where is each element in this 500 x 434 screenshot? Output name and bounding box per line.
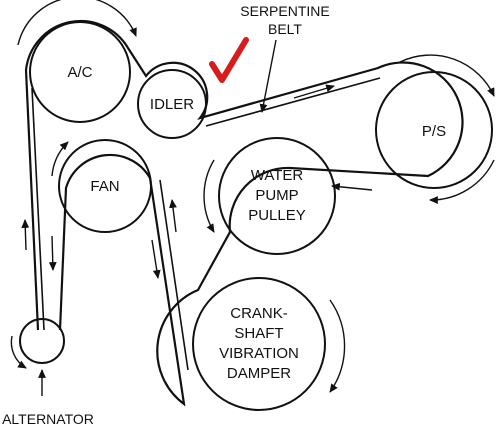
rotation-arrows (10, 0, 495, 393)
alternator-rotation-arrow (10, 335, 27, 369)
callout-label-line1: SERPENTINE (240, 3, 329, 19)
idler-label: IDLER (150, 96, 194, 113)
fan-label: FAN (90, 178, 119, 195)
crankshaft-label-line4: DAMPER (227, 365, 291, 382)
water-pump-label-line2: PUMP (255, 187, 298, 204)
ac-rotation-arrow (17, 0, 137, 46)
checkmark-icon (209, 37, 249, 83)
ps-label: P/S (422, 123, 446, 140)
crankshaft-rotation-arrow (329, 299, 346, 393)
serpentine-belt (24, 19, 464, 407)
water-pump-rotation-arrow (203, 159, 215, 233)
belt-arrow-bottom-left (331, 182, 373, 191)
crankshaft-label-line1: CRANK- (230, 305, 288, 322)
ps-rotation-arrow-top (399, 54, 495, 97)
belt-arrow-center-down (151, 239, 161, 279)
crankshaft-label-line3: VIBRATION (219, 345, 299, 362)
belt-arrow-left-up (21, 219, 30, 251)
ps-rotation-arrow-bottom (429, 159, 495, 204)
belt-direction-arrows (21, 84, 373, 279)
alternator-callout: ALTERNATOR (2, 369, 94, 427)
belt-arrow-left-down (48, 235, 57, 271)
belt-arrow-top-right (293, 84, 335, 99)
alternator-label: ALTERNATOR (2, 411, 94, 427)
water-pump-label-line1: WATER (251, 167, 304, 184)
idler-pulley: IDLER (137, 69, 207, 139)
callout-label-line2: BELT (268, 21, 302, 37)
ac-pulley: A/C (29, 21, 131, 123)
belt-arrow-center-up (169, 199, 177, 233)
ps-pulley: P/S (375, 71, 493, 189)
alternator-pulley (19, 318, 65, 364)
crankshaft-label-line2: SHAFT (234, 325, 283, 342)
serpentine-belt-callout: SERPENTINE BELT (240, 3, 330, 113)
crankshaft-damper-pulley: CRANK- SHAFT VIBRATION DAMPER (192, 277, 326, 411)
water-pump-label-line3: PULLEY (248, 207, 306, 224)
fan-pulley: FAN (58, 139, 152, 233)
fan-rotation-arrow (51, 141, 69, 177)
water-pump-pulley: WATER PUMP PULLEY (218, 137, 336, 255)
ac-label: A/C (67, 64, 92, 81)
